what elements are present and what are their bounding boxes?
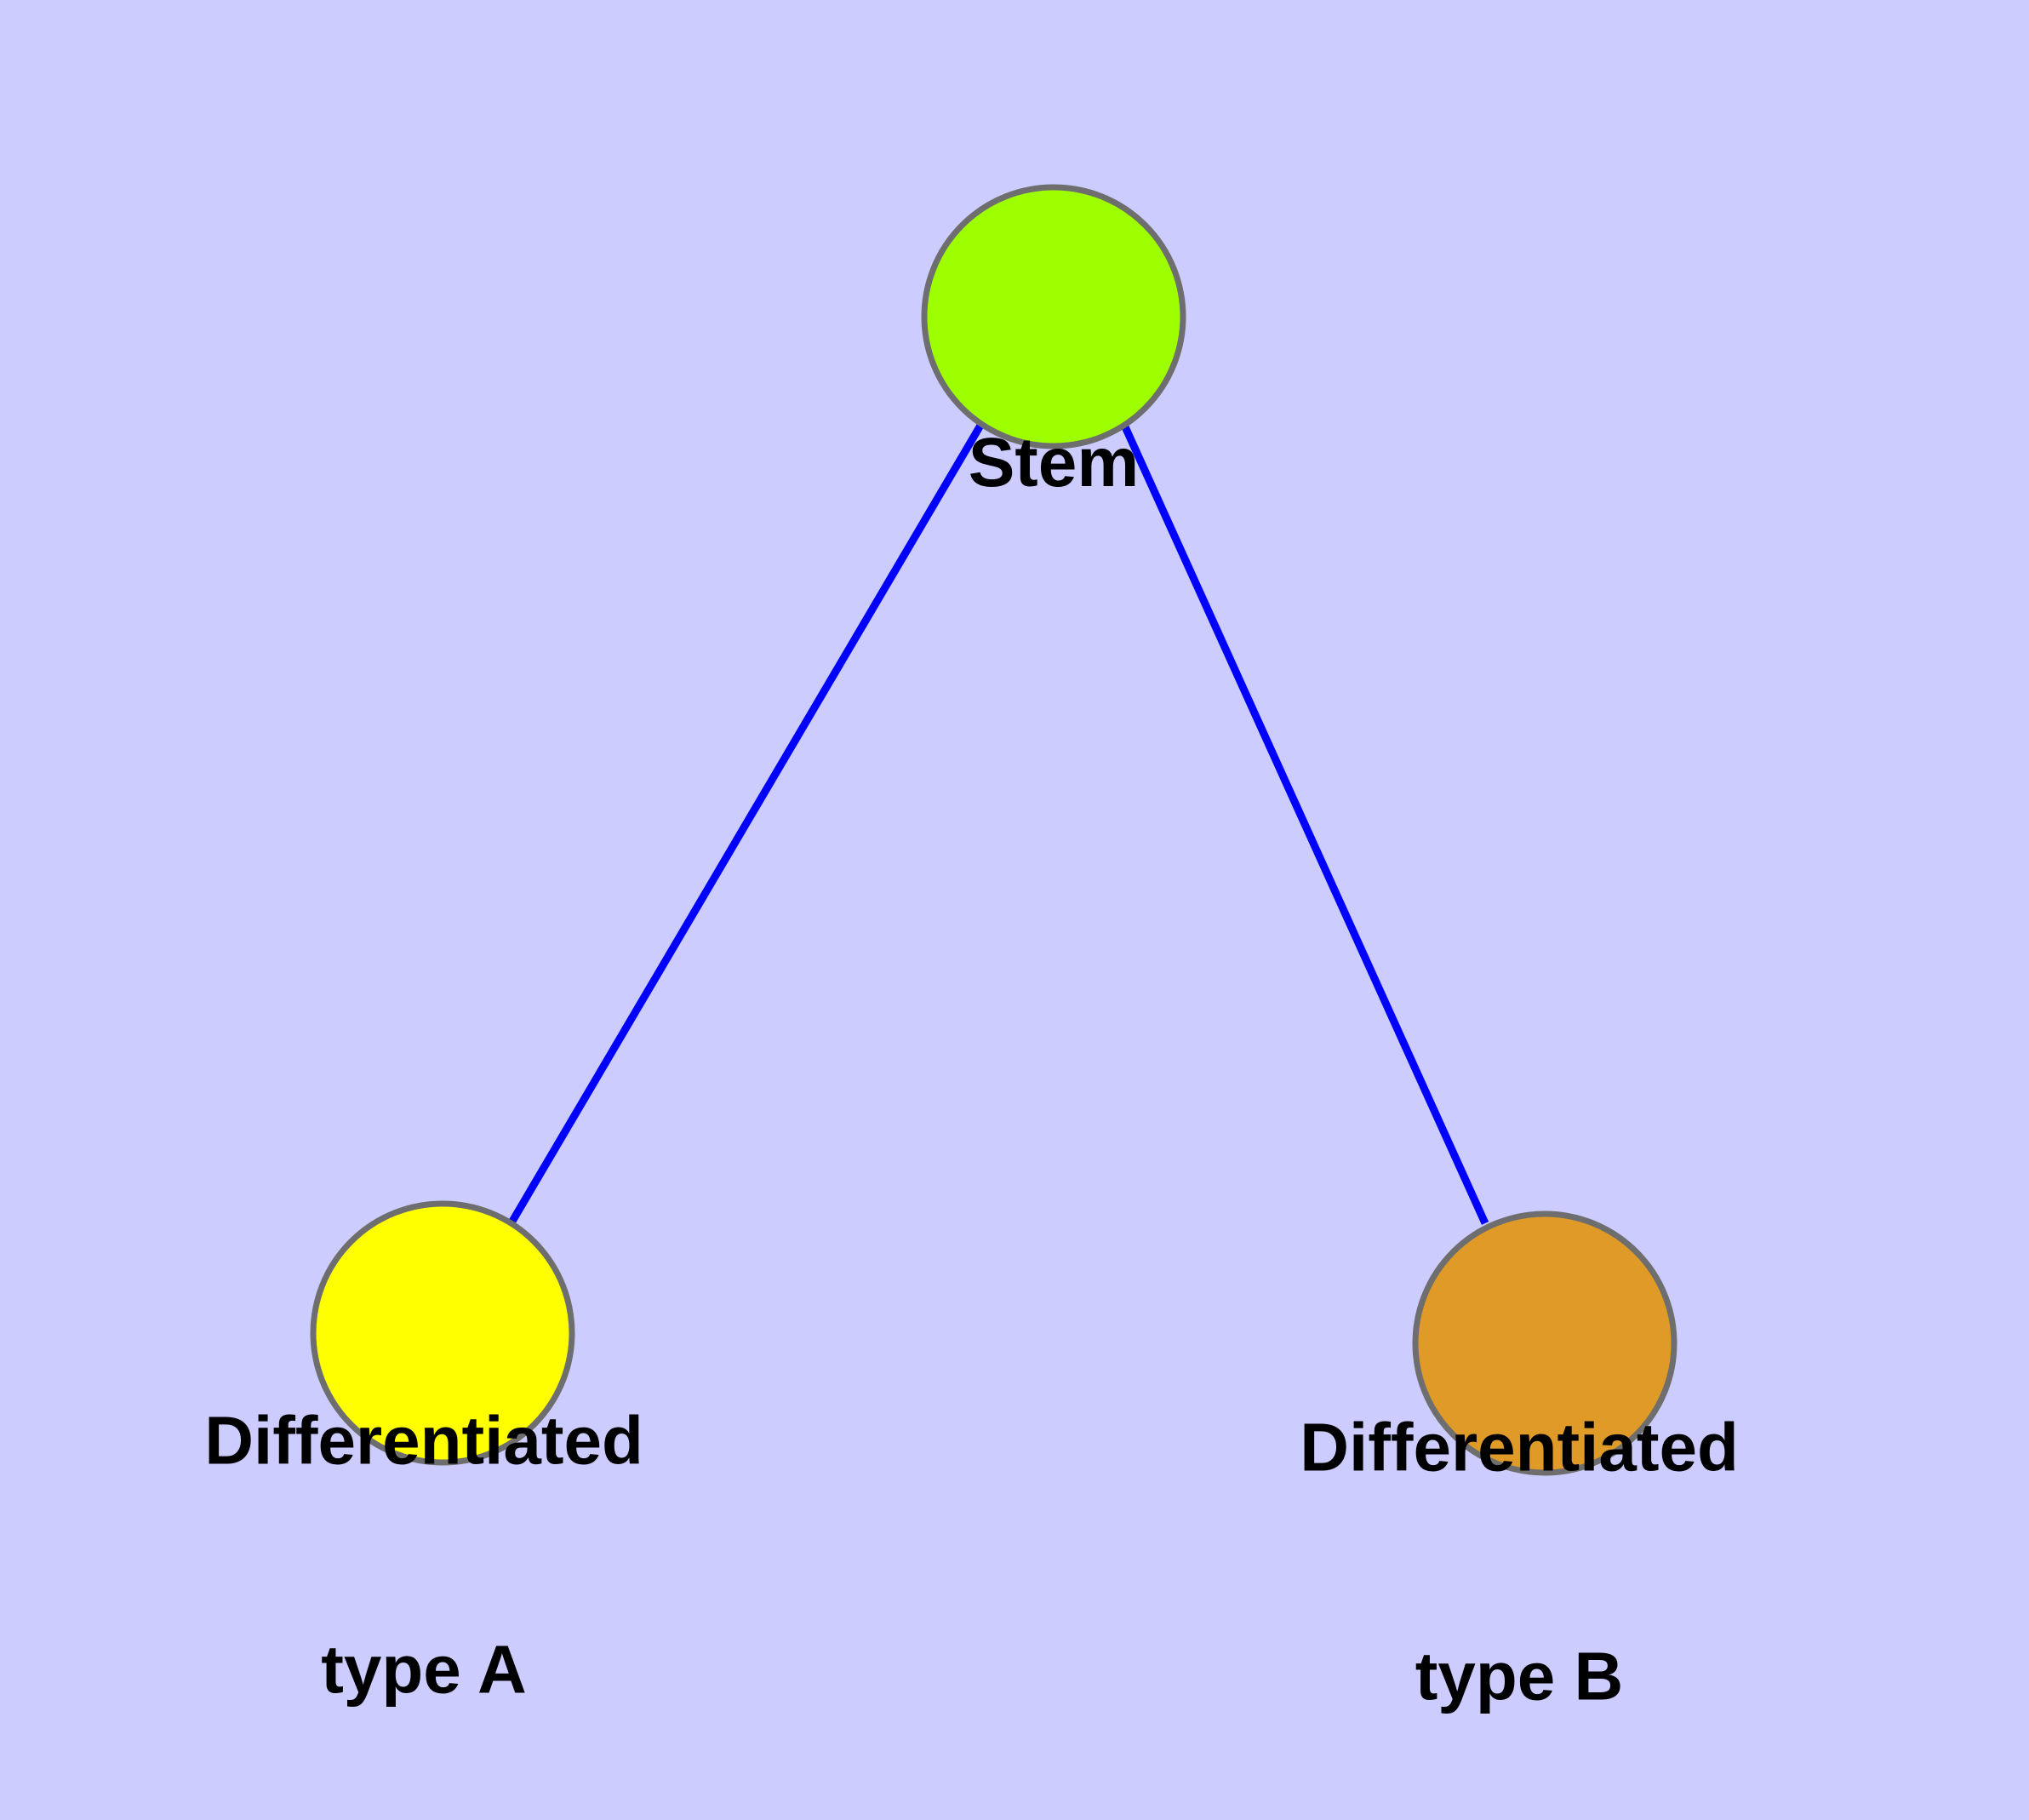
edge-stem-to-differentiated-type-a bbox=[507, 421, 985, 1227]
node-label-differentiated-type-b-line-2: type B bbox=[1415, 1638, 1624, 1714]
edge-layer bbox=[507, 421, 1489, 1227]
node-label-differentiated-type-a-line-1: Differentiated bbox=[204, 1402, 643, 1479]
node-layer bbox=[310, 184, 1677, 1476]
node-label-differentiated-type-a: Differentiated type A bbox=[0, 1250, 1438, 1820]
node-stem[interactable] bbox=[921, 184, 1186, 449]
node-label-differentiated-type-b-line-1: Differentiated bbox=[1300, 1409, 1739, 1485]
edge-stem-to-differentiated-type-b bbox=[1119, 421, 1489, 1225]
node-differentiated-type-a[interactable] bbox=[310, 1200, 575, 1466]
node-label-differentiated-type-a-line-2: type A bbox=[321, 1631, 527, 1708]
node-label-differentiated-type-b: Differentiated type B bbox=[505, 1256, 2029, 1820]
node-differentiated-type-b[interactable] bbox=[1412, 1210, 1677, 1476]
